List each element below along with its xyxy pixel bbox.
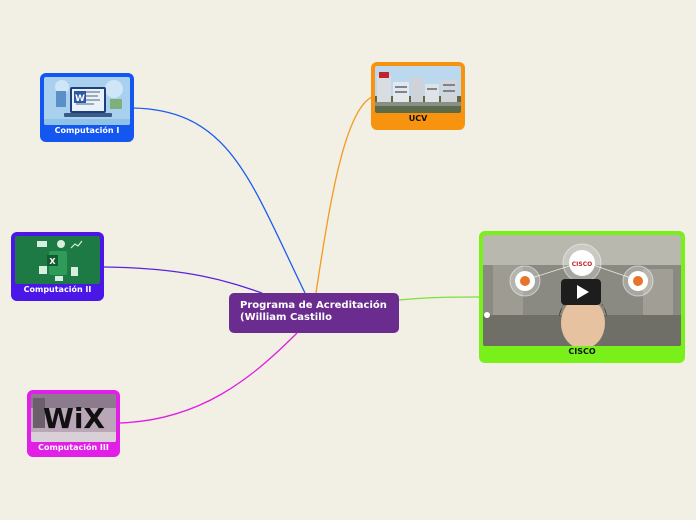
cisco-logo-text: CISCO bbox=[572, 261, 592, 268]
node-ucv[interactable]: UCV bbox=[371, 62, 465, 130]
connector-computacion-2 bbox=[103, 266, 263, 294]
svg-text:W: W bbox=[75, 94, 85, 104]
hand-icon bbox=[520, 276, 530, 286]
campus-photo bbox=[375, 66, 461, 113]
cisco-video[interactable]: CISCO bbox=[483, 235, 681, 346]
node-cisco[interactable]: CISCO CISCO bbox=[479, 231, 685, 363]
central-topic-line2: (William Castillo bbox=[240, 312, 332, 323]
svg-text:X: X bbox=[49, 257, 56, 266]
node-computacion-1[interactable]: W Computación I bbox=[40, 73, 134, 142]
node-label: Computación I bbox=[54, 126, 120, 135]
wix-image: WiX bbox=[31, 394, 116, 442]
node-label: Computación III bbox=[38, 443, 109, 452]
central-topic-line1: Programa de Acreditación bbox=[240, 300, 387, 311]
word-laptop-image: W bbox=[44, 77, 130, 125]
node-label: UCV bbox=[408, 114, 428, 123]
connector-computacion-3 bbox=[119, 332, 298, 424]
connector-cisco bbox=[398, 296, 481, 301]
excel-image: X bbox=[15, 236, 100, 284]
node-label: CISCO bbox=[568, 347, 596, 356]
node-computacion-2[interactable]: X Computación II bbox=[11, 232, 104, 301]
head-icon bbox=[633, 276, 643, 286]
wix-logo-text: WiX bbox=[43, 402, 105, 435]
connector-computacion-1 bbox=[132, 107, 306, 294]
connector-ucv bbox=[315, 96, 373, 294]
node-computacion-3[interactable]: WiX Computación III bbox=[27, 390, 120, 457]
central-topic[interactable]: Programa de Acreditación (William Castil… bbox=[229, 293, 399, 333]
node-label: Computación II bbox=[23, 285, 92, 294]
play-icon bbox=[577, 285, 589, 299]
